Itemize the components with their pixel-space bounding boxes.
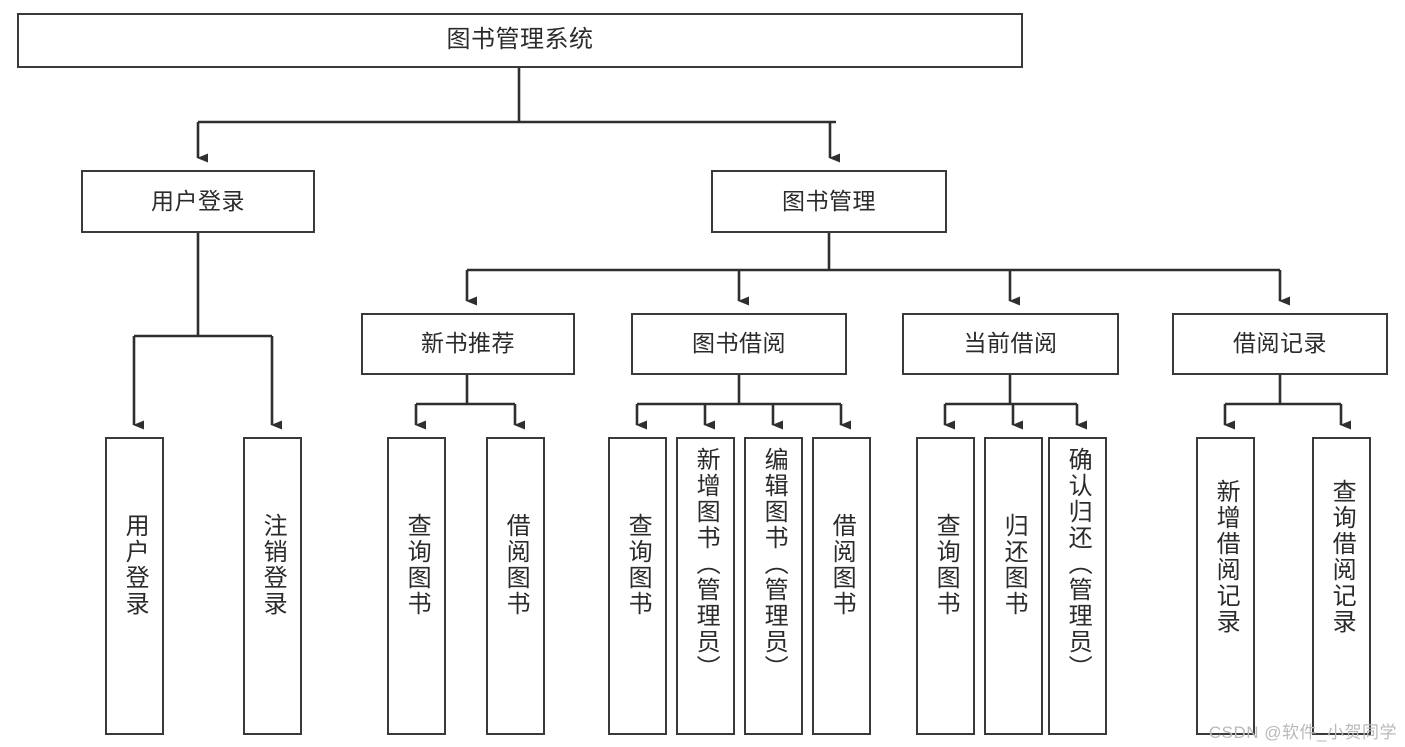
leaf-return-book[interactable]: 归还图书 bbox=[984, 437, 1043, 735]
node-label: 当前借阅 bbox=[963, 330, 1058, 357]
node-label: 图书管理 bbox=[782, 187, 876, 214]
node-label: 归还图书 bbox=[1000, 513, 1028, 617]
node-label: 查询图书 bbox=[624, 513, 652, 617]
node-current-borrow[interactable]: 当前借阅 bbox=[902, 313, 1119, 375]
leaf-borrow-book-new[interactable]: 借阅图书 bbox=[486, 437, 545, 735]
leaf-query-book-current[interactable]: 查询图书 bbox=[916, 437, 975, 735]
leaf-confirm-return-admin[interactable]: 确认归还（管理员） bbox=[1048, 437, 1107, 735]
leaf-edit-book-admin[interactable]: 编辑图书（管理员） bbox=[744, 437, 803, 735]
node-label: 图书管理系统 bbox=[446, 26, 594, 54]
node-label: 新增图书（管理员） bbox=[692, 447, 720, 681]
leaf-query-book-new[interactable]: 查询图书 bbox=[387, 437, 446, 735]
node-label: 注销登录 bbox=[259, 513, 287, 617]
leaf-query-book-borrow[interactable]: 查询图书 bbox=[608, 437, 667, 735]
node-root[interactable]: 图书管理系统 bbox=[17, 13, 1023, 68]
node-label: 借阅图书 bbox=[828, 513, 856, 617]
node-new-book-recommend[interactable]: 新书推荐 bbox=[361, 313, 575, 375]
node-label: 借阅图书 bbox=[502, 513, 530, 617]
node-label: 新增借阅记录 bbox=[1212, 479, 1240, 635]
node-label: 编辑图书（管理员） bbox=[760, 447, 788, 681]
node-label: 确认归还（管理员） bbox=[1064, 447, 1092, 681]
leaf-borrow-book[interactable]: 借阅图书 bbox=[812, 437, 871, 735]
node-book-management[interactable]: 图书管理 bbox=[711, 170, 947, 233]
node-label: 图书借阅 bbox=[692, 330, 786, 357]
node-label: 借阅记录 bbox=[1233, 330, 1327, 357]
node-label: 查询图书 bbox=[403, 513, 431, 617]
leaf-user-login[interactable]: 用户登录 bbox=[105, 437, 164, 735]
node-label: 用户登录 bbox=[151, 187, 245, 214]
node-label: 查询图书 bbox=[932, 513, 960, 617]
leaf-user-logout[interactable]: 注销登录 bbox=[243, 437, 302, 735]
leaf-add-book-admin[interactable]: 新增图书（管理员） bbox=[676, 437, 735, 735]
node-label: 查询借阅记录 bbox=[1328, 479, 1356, 635]
node-book-borrow[interactable]: 图书借阅 bbox=[631, 313, 847, 375]
leaf-query-borrow-record[interactable]: 查询借阅记录 bbox=[1312, 437, 1371, 735]
node-label: 新书推荐 bbox=[421, 330, 515, 357]
csdn-watermark: CSDN @软件_小贺同学 bbox=[1208, 723, 1397, 742]
leaf-add-borrow-record[interactable]: 新增借阅记录 bbox=[1196, 437, 1255, 735]
node-label: 用户登录 bbox=[121, 513, 149, 617]
node-borrow-record[interactable]: 借阅记录 bbox=[1172, 313, 1388, 375]
node-user-login[interactable]: 用户登录 bbox=[81, 170, 315, 233]
